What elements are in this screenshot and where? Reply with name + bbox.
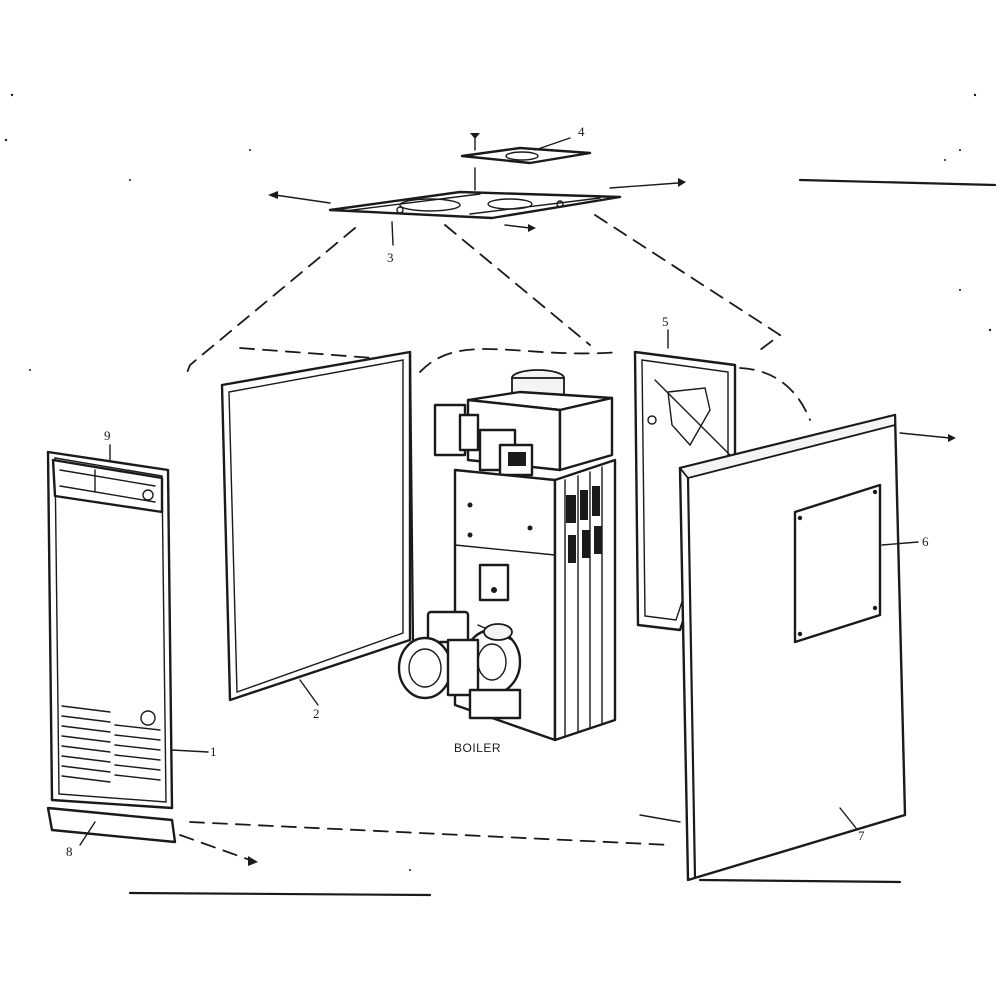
part-9-top-trim (51, 458, 164, 514)
callout-1: 1 (210, 744, 217, 759)
part-8-kick-plate (46, 806, 177, 846)
part-6-access-plate (793, 483, 882, 644)
callout-3: 3 (387, 250, 394, 265)
guide-line-bottom-right (698, 878, 902, 884)
boiler-unit (397, 369, 617, 742)
part-2-left-side-panel (220, 350, 415, 706)
front-door-louvers (61, 705, 161, 783)
part-1-front-door (46, 444, 209, 810)
part-7-right-side-panel (678, 413, 919, 882)
callout-9: 9 (104, 428, 111, 443)
callout-4: 4 (578, 124, 585, 139)
callout-7: 7 (858, 828, 865, 843)
callout-8: 8 (66, 844, 73, 859)
boiler-caption: BOILER (454, 741, 501, 755)
callout-5: 5 (662, 314, 669, 329)
door-knob-icon (140, 710, 156, 726)
part-3-top-panel (268, 167, 686, 246)
part-4-top-plate (460, 133, 592, 165)
callout-2: 2 (313, 706, 320, 721)
guide-line-bottom-left (128, 891, 432, 897)
guide-line-top-right (798, 178, 997, 187)
callout-6: 6 (922, 534, 929, 549)
assembly-lines (179, 214, 956, 866)
